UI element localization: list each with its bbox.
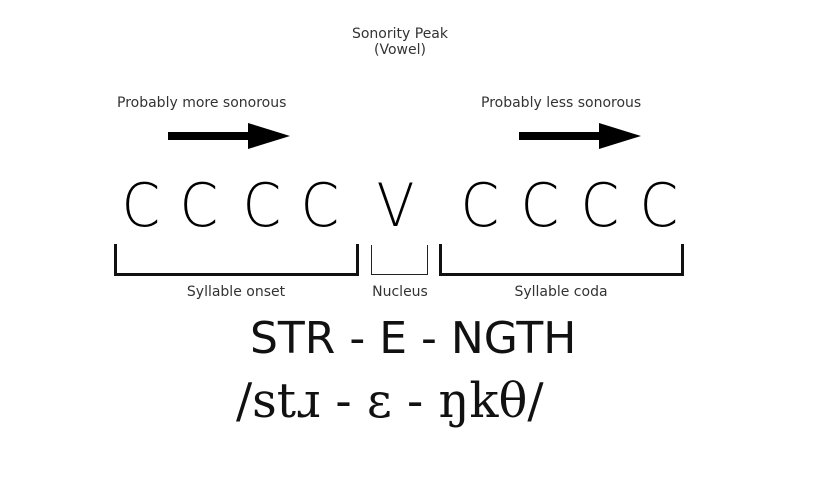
- coda-consonant-1: C: [460, 171, 500, 241]
- onset-label: Syllable onset: [186, 284, 286, 300]
- onset-bracket: [114, 244, 359, 276]
- right-arrow-icon: [168, 123, 290, 149]
- less-sonorous-label: Probably less sonorous: [481, 95, 642, 111]
- example-orthographic: STR - E - NGTH: [250, 313, 577, 364]
- onset-consonant-2: C: [179, 171, 219, 241]
- right-arrow-icon: [519, 123, 641, 149]
- sonority-peak-title: Sonority Peak: [351, 26, 448, 42]
- coda-bracket: [439, 244, 684, 276]
- onset-consonant-1: C: [121, 171, 161, 241]
- sonority-peak-label: Sonority Peak (Vowel): [330, 26, 470, 58]
- onset-consonant-4: C: [300, 171, 340, 241]
- coda-consonant-2: C: [520, 171, 560, 241]
- nucleus-label: Nucleus: [372, 284, 428, 300]
- coda-consonant-4: C: [639, 171, 679, 241]
- nucleus-bracket: [371, 245, 428, 275]
- nucleus-vowel: V: [376, 171, 415, 241]
- sonority-peak-subtitle: (Vowel): [374, 42, 426, 58]
- coda-label: Syllable coda: [514, 284, 608, 300]
- more-sonorous-label: Probably more sonorous: [117, 95, 287, 111]
- coda-consonant-3: C: [580, 171, 620, 241]
- example-ipa: /stɹ - ɛ - ŋkθ/: [236, 373, 544, 429]
- onset-consonant-3: C: [242, 171, 282, 241]
